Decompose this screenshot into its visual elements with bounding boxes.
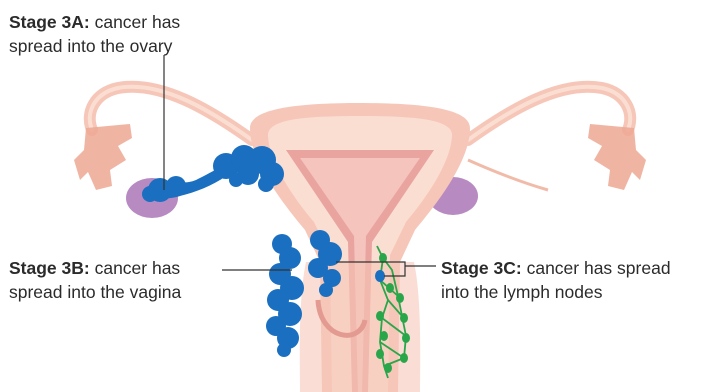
stage-3c-label: Stage 3C: cancer has spread into the lym…: [441, 256, 671, 304]
right-fimbriae: [588, 124, 646, 190]
right-ovarian-ligament: [468, 160, 548, 190]
stage-3c-line2: into the lymph nodes: [441, 280, 671, 304]
stage-3a-title: Stage 3A:: [9, 12, 90, 32]
stage-3a-label: Stage 3A: cancer has spread into the ova…: [9, 10, 180, 58]
stage-3a-line2: spread into the ovary: [9, 34, 180, 58]
stage-3b-line1: cancer has: [90, 258, 180, 278]
stage-3c-line1: cancer has spread: [522, 258, 671, 278]
stage-3b-title: Stage 3B:: [9, 258, 90, 278]
left-fimbriae: [74, 124, 132, 190]
tumour-fallopian-tube: [213, 145, 284, 192]
stage-3b-line2: spread into the vagina: [9, 280, 181, 304]
stage-3a-line1: cancer has: [90, 12, 180, 32]
stage-3c-title: Stage 3C:: [441, 258, 522, 278]
stage-3b-label: Stage 3B: cancer has spread into the vag…: [9, 256, 181, 304]
affected-lymph-node: [375, 270, 385, 282]
